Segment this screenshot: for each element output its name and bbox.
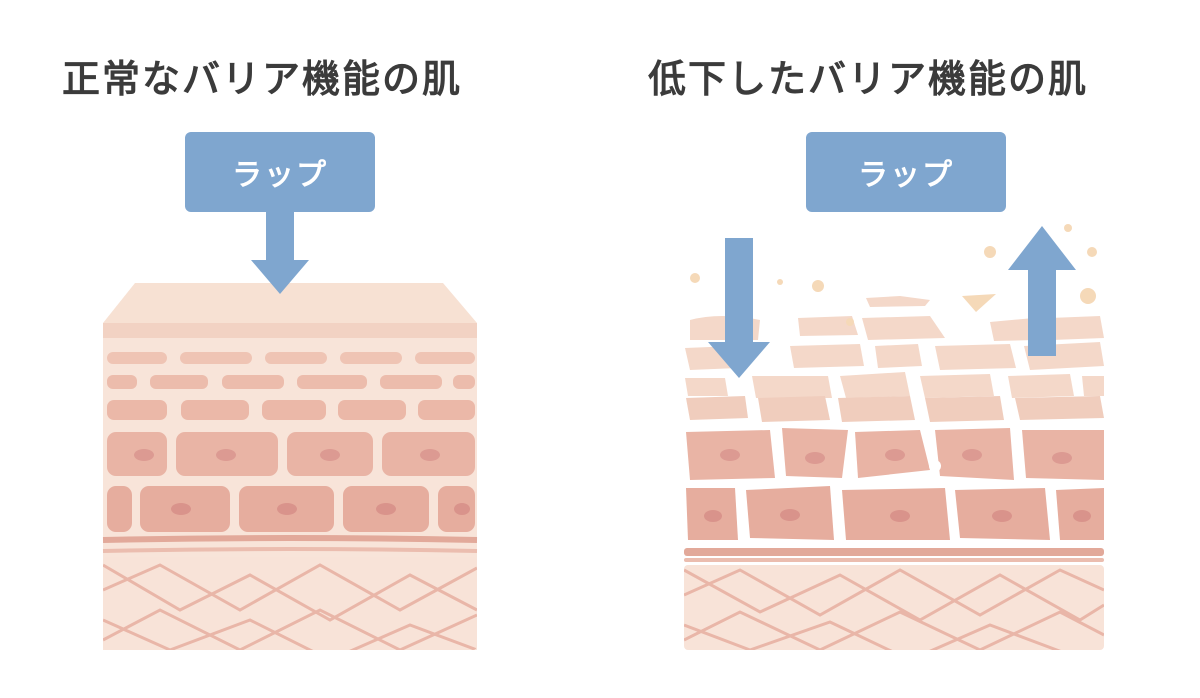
wrap-label-left: ラップ <box>185 132 375 212</box>
dermis-layer-damaged <box>684 565 1104 650</box>
arrow-up-escape-icon <box>1008 226 1076 356</box>
brick-row-1 <box>107 352 475 364</box>
dermis-layer-normal <box>103 557 477 650</box>
stratum-top-layer <box>103 283 477 333</box>
brick-row-3 <box>107 400 475 420</box>
brick-row-2 <box>107 375 475 389</box>
damaged-cell-row-2 <box>686 486 1104 540</box>
arrow-down-right-icon <box>708 238 770 378</box>
flake-row-3 <box>686 396 1104 422</box>
cell-row-2 <box>107 486 475 532</box>
normal-skin-diagram <box>102 283 478 650</box>
title-normal-barrier: 正常なバリア機能の肌 <box>62 57 463 101</box>
loose-flakes <box>685 296 1104 398</box>
wrap-label-right: ラップ <box>806 132 1006 212</box>
cell-row-1 <box>107 432 475 476</box>
particles <box>690 224 1097 326</box>
damaged-cell-row-1 <box>686 428 1104 480</box>
damaged-skin-diagram <box>684 224 1104 650</box>
arrow-down-left-icon <box>251 210 309 294</box>
title-weakened-barrier: 低下したバリア機能の肌 <box>648 57 1089 101</box>
